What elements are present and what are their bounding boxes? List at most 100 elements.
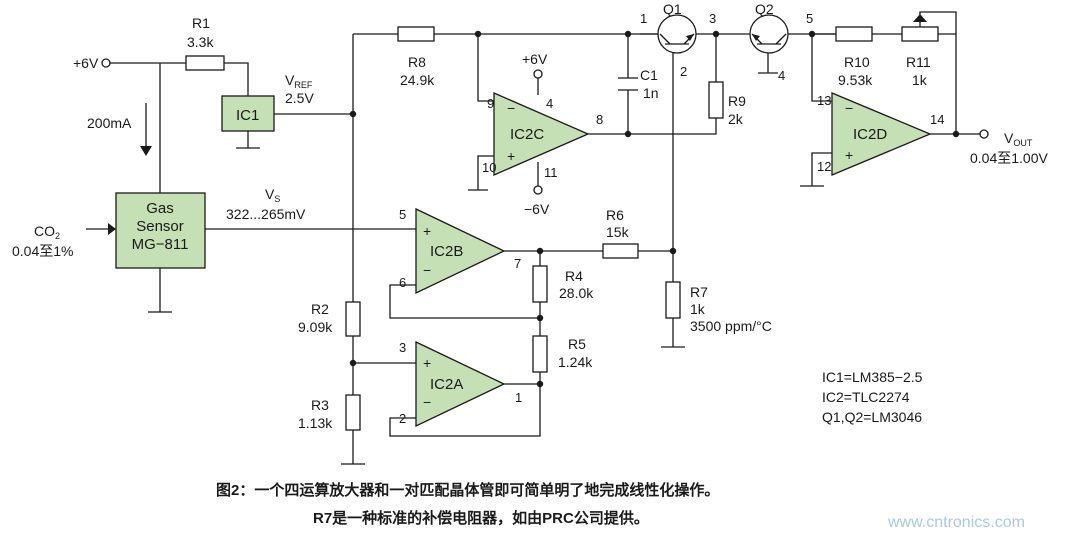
ic2a-minus: − [423,394,431,410]
r1-value: 3.3k [187,34,214,50]
caption-line-2: R7是一种标准的补偿电阻器，如由PRC公司提供。 [313,509,649,527]
c1-label: C1 [640,67,658,83]
pin-10: 10 [482,160,496,175]
transistor-q2 [749,14,789,54]
neg-rail-label: −6V [524,201,550,217]
neg-rail-terminal [533,185,543,195]
pin-14: 14 [930,112,944,127]
arrow-heads [108,14,927,235]
co2-label: CO2 [34,223,60,241]
r8-label: R8 [408,54,426,70]
wires [86,11,980,465]
ic1-block [221,95,275,132]
ic2a-plus: + [423,355,431,371]
r11-value: 1k [912,72,928,88]
r6-label: R6 [606,207,624,223]
parts-list-q: Q1,Q2=LM3046 [822,409,922,425]
ic2d-label: IC2D [853,126,887,143]
supply-terminal [101,58,111,68]
co2-range: 0.04至1% [12,243,73,259]
opamp-ic2c [493,92,590,176]
pin-5-q: 5 [806,11,813,26]
pin-1-q: 1 [640,11,647,26]
vs-label: VS [265,186,280,204]
pin-11: 11 [544,165,558,180]
resistor-r6 [602,243,639,259]
parts-list-ic1: IC1=LM385−2.5 [822,369,923,385]
resistor-r1 [185,55,225,71]
caption-line-1: 图2：一个四运算放大器和一对匹配晶体管即可简单明了地完成线性化操作。 [216,481,719,499]
vs-value: 322...265mV [226,206,306,222]
ic2c-minus: − [507,100,515,116]
vref-label: VREF [285,72,313,90]
pin-4-q: 4 [778,68,785,83]
r7-value: 1k [690,301,706,317]
sensor-line-3: MG−811 [132,236,189,253]
pin-8: 8 [596,112,603,127]
watermark: www.cntronics.com [887,514,1025,531]
pin-2-q: 2 [680,64,687,79]
ic2d-plus: + [845,147,853,163]
r4-value: 28.0k [559,285,594,301]
resistor-r2 [345,301,361,337]
pin-5-ic2b: 5 [399,207,406,222]
resistor-r3 [345,394,361,431]
labels: +6V R1 3.3k IC1 VREF 2.5V 200mA Gas Sens… [12,1,1048,431]
r2-value: 9.09k [298,319,333,335]
r7-label: R7 [690,284,708,300]
ic2b-minus: − [423,262,431,278]
ic1-label: IC1 [236,107,259,124]
caption: 图2：一个四运算放大器和一对匹配晶体管即可简单明了地完成线性化操作。 R7是一种… [216,481,719,527]
opamp-ic2a [415,340,506,428]
r9-value: 2k [728,111,744,127]
ic2d-minus: − [845,100,853,116]
vref-value: 2.5V [285,90,314,106]
vout-terminal [979,129,989,139]
q2-label: Q2 [755,1,774,17]
r10-label: R10 [844,54,870,70]
ic2b-plus: + [423,223,431,239]
pin-4-ic2c: 4 [546,96,553,111]
parts-list-ic2: IC2=TLC2274 [822,389,910,405]
r2-label: R2 [311,301,329,317]
r7-tempco: 3500 ppm/°C [690,318,772,334]
r10-value: 9.53k [838,72,873,88]
r1-label: R1 [192,15,210,31]
pos-rail-terminal [533,69,543,79]
sensor-line-1: Gas [146,200,174,217]
ic2b-label: IC2B [430,243,463,260]
resistor-r7 [665,281,681,319]
pin-3-ic2a: 3 [399,340,406,355]
pin-12: 12 [817,159,831,174]
transistor-q1 [657,14,697,54]
pin-2-ic2a: 2 [399,411,406,426]
r4-label: R4 [565,268,583,284]
resistor-r10 [835,26,873,42]
resistor-r4 [532,265,548,303]
vout-label: VOUT [1004,130,1033,148]
opamp-ic2d [831,92,932,176]
terminals [101,58,989,195]
pos-rail-label: +6V [522,51,548,67]
ic2a-label: IC2A [430,376,463,393]
pin-6: 6 [399,275,406,290]
potentiometer-r11 [901,26,939,42]
r5-label: R5 [568,336,586,352]
pin-13: 13 [817,93,831,108]
r5-value: 1.24k [558,354,593,370]
pin-9: 9 [487,96,494,111]
current-label: 200mA [87,115,132,131]
resistor-r5 [532,335,548,373]
r6-value: 15k [606,224,630,240]
r3-value: 1.13k [298,415,333,431]
resistor-r8 [397,26,435,42]
junction-dots [349,30,960,388]
pin-1-ic2a: 1 [515,390,522,405]
ic2c-plus: + [507,148,515,164]
r3-label: R3 [311,397,329,413]
sensor-line-2: Sensor [136,218,184,235]
vout-range: 0.04至1.00V [970,150,1048,166]
supply-label: +6V [73,55,99,71]
resistor-r9 [708,81,724,119]
